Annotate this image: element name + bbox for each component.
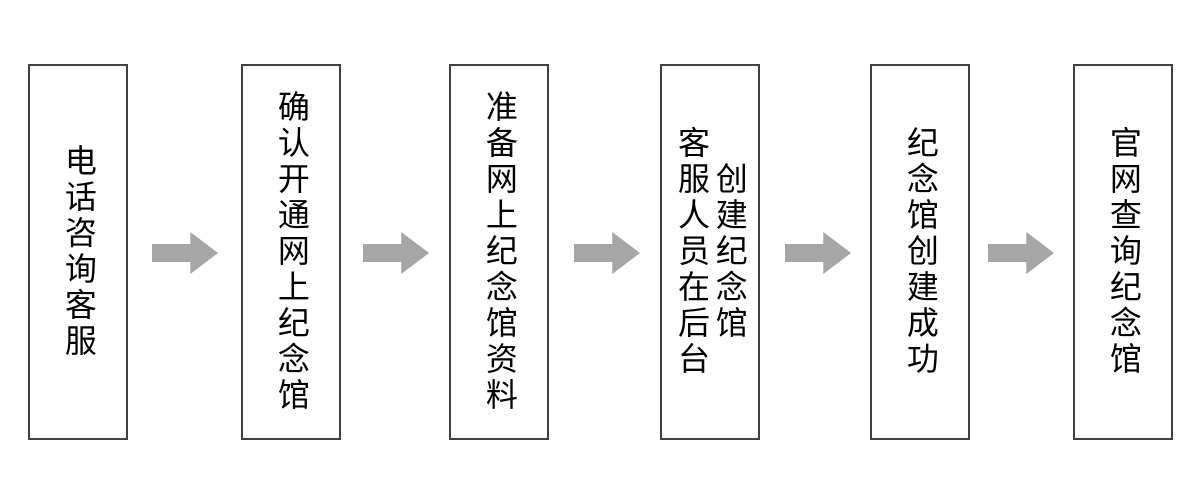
- process-box-label-6: 官网查询纪念馆: [1104, 126, 1143, 378]
- arrow-connector-5: [988, 232, 1054, 274]
- arrow-connector-1: [152, 232, 218, 274]
- process-box-2[interactable]: 确认开通网上纪念馆: [241, 64, 341, 440]
- process-box-4[interactable]: 创建纪念馆客服人员在后台: [660, 64, 760, 440]
- process-box-5[interactable]: 纪念馆创建成功: [870, 64, 970, 440]
- process-box-text-wrap-6: 官网查询纪念馆: [1104, 126, 1143, 378]
- right-arrow-icon: [785, 232, 851, 274]
- process-box-label-2: 确认开通网上纪念馆: [272, 90, 311, 414]
- process-box-text-wrap-1: 电话咨询客服: [59, 144, 98, 360]
- process-box-6[interactable]: 官网查询纪念馆: [1073, 64, 1173, 440]
- process-box-label-5: 纪念馆创建成功: [901, 126, 940, 378]
- process-box-3[interactable]: 准备网上纪念馆资料: [449, 64, 549, 440]
- process-box-label-3: 准备网上纪念馆资料: [480, 90, 519, 414]
- process-box-label-1: 电话咨询客服: [59, 144, 98, 360]
- arrow-connector-3: [574, 232, 640, 274]
- process-box-text-wrap-4: 创建纪念馆客服人员在后台: [672, 126, 749, 378]
- process-box-text-wrap-2: 确认开通网上纪念馆: [272, 90, 311, 414]
- right-arrow-icon: [574, 232, 640, 274]
- process-box-label-4-col-2: 客服人员在后台: [673, 126, 711, 378]
- right-arrow-icon: [363, 232, 429, 274]
- process-box-1[interactable]: 电话咨询客服: [28, 64, 128, 440]
- right-arrow-icon: [152, 232, 218, 274]
- process-box-label-4-col-1: 创建纪念馆: [710, 162, 749, 342]
- right-arrow-icon: [988, 232, 1054, 274]
- arrow-connector-4: [785, 232, 851, 274]
- process-box-text-wrap-3: 准备网上纪念馆资料: [480, 90, 519, 414]
- process-box-text-wrap-5: 纪念馆创建成功: [901, 126, 940, 378]
- arrow-connector-2: [363, 232, 429, 274]
